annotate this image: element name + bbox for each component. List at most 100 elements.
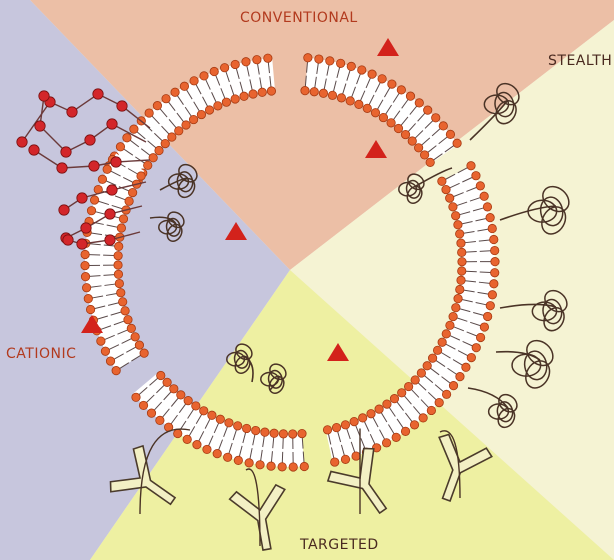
lipid-head (124, 315, 132, 323)
lipid-head (442, 330, 450, 338)
lipid-head (488, 224, 496, 232)
lipid-head (205, 106, 213, 114)
lipid-head (446, 130, 454, 138)
cationic-head (17, 137, 27, 147)
lipid-head (278, 463, 286, 471)
cationic-head (105, 235, 115, 245)
lipid-head (267, 462, 275, 470)
lipid-head (130, 125, 138, 133)
lipid-head (114, 270, 122, 278)
lipid-head (90, 196, 98, 204)
lipid-tail (466, 271, 477, 272)
cationic-head (93, 89, 103, 99)
lipid-head (319, 89, 327, 97)
lipid-head (177, 391, 185, 399)
lipid-head (451, 212, 459, 220)
lipid-head (245, 459, 253, 467)
lipid-head (415, 99, 423, 107)
lipid-head (371, 109, 379, 117)
lipid-head (101, 347, 109, 355)
lipid-head (442, 185, 450, 193)
lipid-head (310, 88, 318, 96)
lipid-head (490, 235, 498, 243)
cationic-head (107, 119, 117, 129)
lipid-head (410, 421, 418, 429)
lipid-head (279, 430, 287, 438)
lipid-head (328, 91, 336, 99)
lipid-head (455, 230, 463, 238)
lipid-head (115, 279, 123, 287)
lipid-head (84, 294, 92, 302)
lipid-head (491, 257, 499, 265)
lipid-head (379, 113, 387, 121)
lipid-head (490, 246, 498, 254)
lipid-head (337, 94, 345, 102)
cationic-head (111, 157, 121, 167)
lipid-head (214, 102, 222, 110)
cationic-head (117, 101, 127, 111)
lipid-head (480, 192, 488, 200)
lipid-head (457, 276, 465, 284)
lipid-head (81, 250, 89, 258)
lipid-head (140, 349, 148, 357)
lipid-head (457, 239, 465, 247)
lipid-head (424, 106, 432, 114)
cationic-head (63, 235, 73, 245)
lipid-head (200, 72, 208, 80)
lipid-head (115, 242, 123, 250)
lipid-head (462, 363, 470, 371)
lipid-head (392, 433, 400, 441)
lipid-head (289, 430, 297, 438)
lipid-head (445, 194, 453, 202)
cationic-head (105, 209, 115, 219)
lipid-head (162, 95, 170, 103)
lipid-head (355, 100, 363, 108)
lipid-head (449, 203, 457, 211)
lipid-head (428, 354, 436, 362)
lipid-head (190, 77, 198, 85)
lipid-head (411, 376, 419, 384)
lipid-head (439, 122, 447, 130)
lipid-head (367, 410, 375, 418)
lipid-head (390, 394, 398, 402)
cationic-head (39, 91, 49, 101)
lipid-head (408, 137, 416, 145)
lipid-head (139, 401, 147, 409)
lipid-head (216, 415, 224, 423)
lipid-head (331, 458, 339, 466)
lipid-head (97, 337, 105, 345)
lipid-head (267, 87, 275, 95)
lipid-head (114, 251, 122, 259)
cationic-head (67, 107, 77, 117)
lipid-head (401, 130, 409, 138)
label-stealth: STEALTH (548, 53, 612, 69)
lipid-head (401, 427, 409, 435)
lipid-head (197, 110, 205, 118)
lipid-head (203, 445, 211, 453)
lipid-head (156, 416, 164, 424)
cationic-head (57, 163, 67, 173)
lipid-head (168, 133, 176, 141)
lipid-head (488, 291, 496, 299)
lipid-head (222, 98, 230, 106)
lipid-head (157, 371, 165, 379)
lipid-head (383, 400, 391, 408)
lipid-head (258, 88, 266, 96)
lipid-head (147, 409, 155, 417)
lipid-head (435, 398, 443, 406)
lipid-head (476, 333, 484, 341)
lipid-head (220, 64, 228, 72)
lipid-head (347, 62, 355, 70)
cationic-head (89, 161, 99, 171)
cationic-head (107, 185, 117, 195)
cationic-head (29, 145, 39, 155)
label-conventional: CONVENTIONAL (240, 10, 358, 26)
lipid-head (200, 407, 208, 415)
lipid-head (189, 115, 197, 123)
lipid-head (149, 154, 157, 162)
lipid-head (323, 426, 331, 434)
lipid-tail (466, 252, 477, 253)
lipid-head (491, 269, 499, 277)
lipid-head (264, 54, 272, 62)
lipid-head (231, 60, 239, 68)
